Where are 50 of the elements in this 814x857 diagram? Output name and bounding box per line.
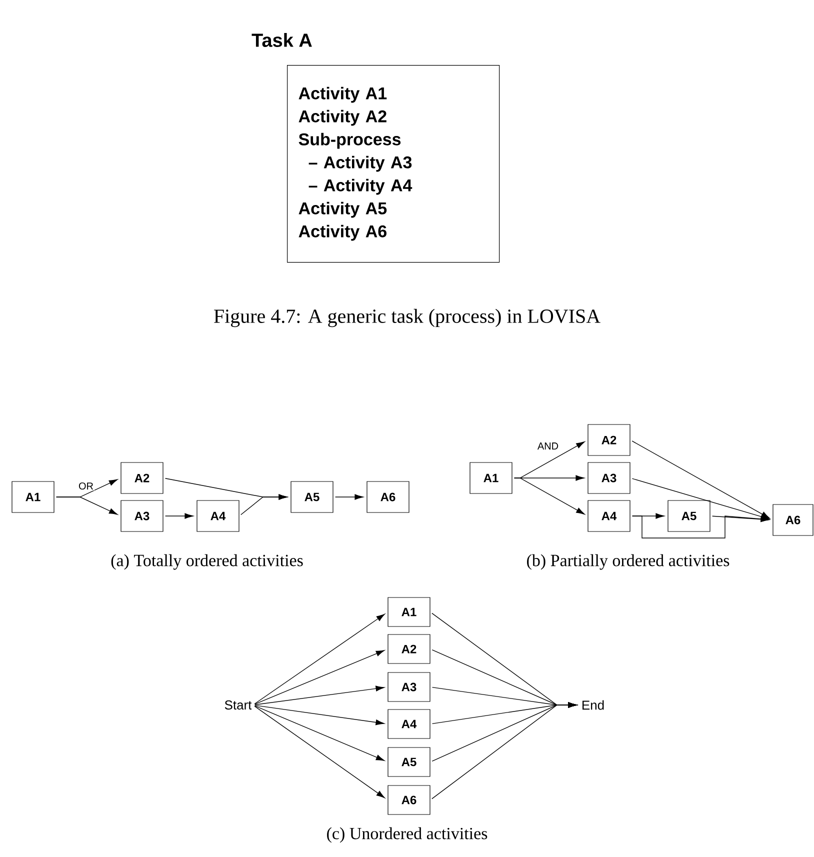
activity-box: A2 (588, 424, 630, 456)
activity-box: A2 (120, 462, 164, 494)
arrow (254, 614, 385, 704)
activity-box: A5 (290, 481, 334, 513)
arrow (254, 686, 384, 706)
activity-box: A4 (388, 709, 430, 739)
arrow (56, 496, 118, 515)
activity-box: A3 (120, 500, 164, 532)
activity-box: A3 (388, 672, 430, 702)
arrow (334, 494, 364, 500)
node-label: Start (224, 700, 252, 710)
subfigure-caption: (b) Partially ordered activities (527, 554, 730, 570)
activity-box: A1 (388, 597, 430, 627)
activity-box: A5 (668, 500, 710, 532)
activity-box: A5 (388, 747, 430, 777)
node-label: End (582, 700, 604, 710)
figure-caption: Figure 4.7: A generic task (process) in LOVISA (214, 308, 600, 328)
activity-box: A6 (772, 504, 814, 536)
activity-box: A2 (388, 634, 430, 664)
edge-label: AND (536, 442, 560, 450)
arrow (632, 516, 770, 538)
activity-box: A4 (588, 500, 630, 532)
arrow (254, 650, 385, 705)
arrow (514, 478, 585, 514)
arrow (632, 478, 770, 520)
arrow (240, 494, 288, 516)
activity-box: A6 (366, 481, 410, 513)
arrow (254, 704, 384, 726)
arrow (164, 513, 194, 519)
arrow (432, 702, 577, 800)
arrow (632, 440, 770, 518)
subfigure-caption: (c) Unordered activities (327, 827, 488, 843)
node-label: Activity A5 (298, 202, 387, 218)
node-label: Sub-process (298, 132, 401, 149)
arrow (254, 706, 385, 798)
node-label: – Activity A4 (308, 178, 412, 195)
activity-box: A3 (588, 462, 630, 494)
node-label: Activity A2 (298, 110, 386, 126)
box-heading: Task A (252, 33, 312, 47)
activity-box: A4 (196, 500, 240, 532)
node-label: – Activity A3 (308, 156, 412, 172)
subfigure-caption: (a) Totally ordered activities (111, 554, 303, 570)
activity-box: A1 (12, 481, 54, 513)
task-box: Activity A1 Activity A2 Sub-process – Activity A3 – Activity A4 Activity A5 Activity A6 (287, 65, 500, 263)
edge-label: OR (78, 481, 94, 491)
node-label: Activity A6 (298, 224, 386, 241)
arrow (254, 705, 385, 761)
activity-box: A1 (470, 462, 512, 494)
node-label: Activity A1 (298, 86, 387, 103)
activity-box: A6 (388, 785, 430, 815)
